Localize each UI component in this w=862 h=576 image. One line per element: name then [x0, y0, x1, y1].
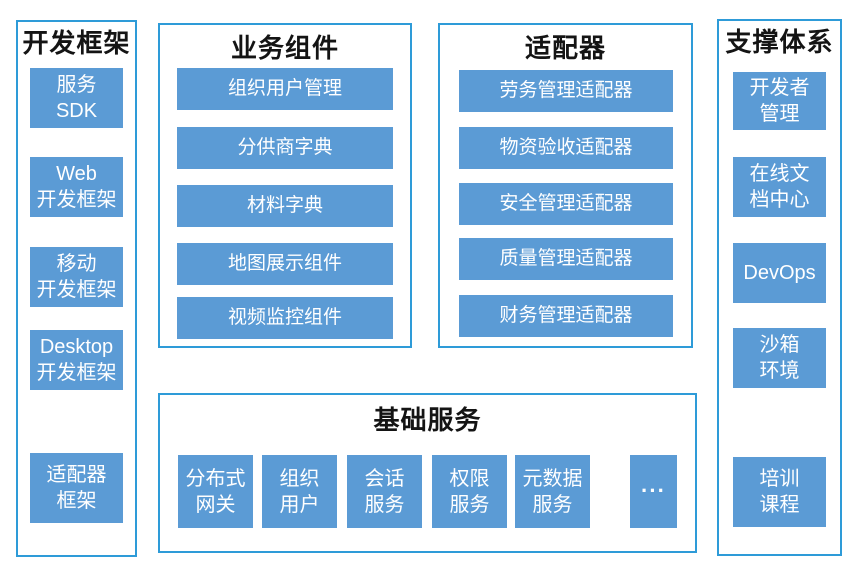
box-desktop-framework: Desktop 开发框架 — [30, 330, 123, 390]
box-more-services-ellipsis: ··· — [630, 455, 677, 528]
panel-business-components: 业务组件 组织用户管理 分供商字典 材料字典 地图展示组件 视频监控组件 — [158, 23, 412, 348]
panel-title-business-components: 业务组件 — [230, 33, 339, 63]
box-material-acceptance-adapter: 物资验收适配器 — [459, 127, 673, 169]
box-developer-mgmt: 开发者 管理 — [733, 72, 826, 130]
box-devops: DevOps — [733, 243, 826, 303]
box-labor-mgmt-adapter: 劳务管理适配器 — [459, 70, 673, 112]
box-distributed-gateway: 分布式 网关 — [178, 455, 253, 528]
box-sandbox-env: 沙箱 环境 — [733, 328, 826, 388]
panel-title-dev-framework: 开发框架 — [22, 28, 131, 58]
box-metadata-service: 元数据 服务 — [515, 455, 590, 528]
panel-dev-framework: 开发框架 服务 SDK Web 开发框架 移动 开发框架 Desktop 开发框… — [16, 20, 137, 557]
box-online-doc-center: 在线文 档中心 — [733, 157, 826, 217]
box-quality-mgmt-adapter: 质量管理适配器 — [459, 238, 673, 280]
panel-title-adapters: 适配器 — [524, 33, 606, 63]
box-video-component: 视频监控组件 — [177, 297, 393, 339]
box-org-user-mgmt: 组织用户管理 — [177, 68, 393, 110]
box-org-user-service: 组织 用户 — [262, 455, 337, 528]
box-supplier-dict: 分供商字典 — [177, 127, 393, 169]
box-safety-mgmt-adapter: 安全管理适配器 — [459, 183, 673, 225]
box-finance-mgmt-adapter: 财务管理适配器 — [459, 295, 673, 337]
box-material-dict: 材料字典 — [177, 185, 393, 227]
panel-title-basic-services: 基础服务 — [373, 405, 482, 435]
box-map-component: 地图展示组件 — [177, 243, 393, 285]
box-web-framework: Web 开发框架 — [30, 157, 123, 217]
box-training-courses: 培训 课程 — [733, 457, 826, 527]
box-mobile-framework: 移动 开发框架 — [30, 247, 123, 307]
box-service-sdk: 服务 SDK — [30, 68, 123, 128]
box-adapter-framework: 适配器 框架 — [30, 453, 123, 523]
panel-adapters: 适配器 劳务管理适配器 物资验收适配器 安全管理适配器 质量管理适配器 财务管理… — [438, 23, 693, 348]
box-session-service: 会话 服务 — [347, 455, 422, 528]
box-permission-service: 权限 服务 — [432, 455, 507, 528]
panel-support-system: 支撑体系 开发者 管理 在线文 档中心 DevOps 沙箱 环境 培训 课程 — [717, 19, 842, 556]
panel-title-support-system: 支撑体系 — [725, 27, 834, 57]
panel-basic-services: 基础服务 分布式 网关 组织 用户 会话 服务 权限 服务 元数据 服务 ··· — [158, 393, 697, 553]
